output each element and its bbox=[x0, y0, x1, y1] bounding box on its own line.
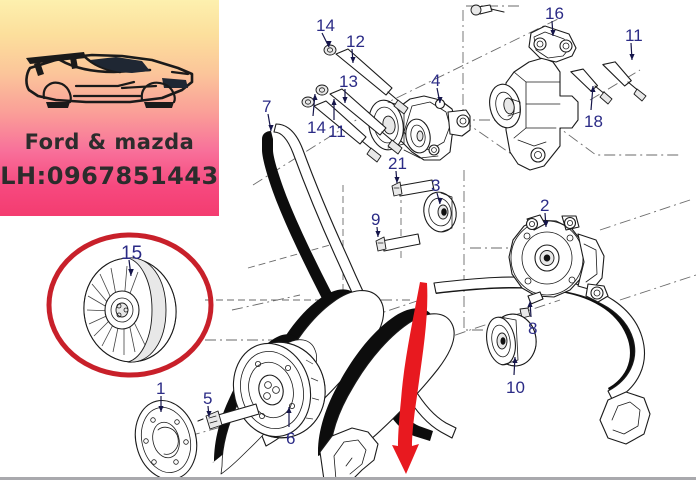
nut-14-upper bbox=[323, 44, 337, 56]
bolt-12 bbox=[335, 48, 409, 115]
callout-number-15-16: 15 bbox=[121, 243, 143, 264]
callout-number-10-15: 10 bbox=[506, 378, 525, 397]
tensioner-assembly-4 bbox=[368, 95, 471, 161]
flex-plate-1 bbox=[134, 399, 198, 477]
idler-3 bbox=[423, 191, 457, 233]
callout-number-13-2: 13 bbox=[339, 72, 358, 91]
callout-number-3-11: 3 bbox=[431, 176, 441, 195]
callout-number-6-19: 6 bbox=[286, 429, 296, 448]
seller-watermark: Ford & mazda LH:0967851443 bbox=[0, 0, 219, 216]
callout-number-21-10: 21 bbox=[388, 154, 407, 173]
callout-number-4-5: 4 bbox=[431, 71, 441, 90]
callout-number-18-8: 18 bbox=[584, 112, 603, 131]
idler-pulley-10 bbox=[486, 313, 537, 367]
bolt-11-left bbox=[313, 100, 382, 163]
callout-number-2-13: 2 bbox=[540, 196, 550, 215]
callout-number-1-17: 1 bbox=[156, 379, 166, 398]
bolt-21 bbox=[391, 179, 435, 197]
water-pump-2 bbox=[508, 214, 609, 319]
bracket-assembly-16 bbox=[470, 4, 647, 171]
callout-number-12-1: 12 bbox=[346, 32, 365, 51]
watermark-line-1: Ford & mazda bbox=[24, 130, 195, 154]
callout-number-8-14: 8 bbox=[528, 319, 538, 338]
bolt-9 bbox=[375, 233, 421, 252]
bolt-18 bbox=[570, 68, 613, 105]
callout-number-11-4: 11 bbox=[328, 122, 346, 141]
bolt-top-left bbox=[470, 4, 505, 16]
callout-number-7-9: 7 bbox=[262, 97, 272, 116]
red-direction-arrow bbox=[392, 282, 428, 474]
callout-number-11-7: 11 bbox=[625, 26, 643, 45]
callout-number-9-12: 9 bbox=[371, 210, 381, 229]
callout-number-14-0: 14 bbox=[316, 16, 335, 35]
nut-14-lower bbox=[315, 84, 329, 96]
sports-car-icon bbox=[25, 52, 194, 108]
lower-right-bracket-fragment bbox=[599, 391, 651, 445]
watermark-line-2: LH:0967851443 bbox=[0, 162, 219, 190]
lower-bracket-fragment bbox=[319, 427, 379, 477]
red-highlight-circle bbox=[46, 232, 214, 378]
fan-clutch-pulley-15 bbox=[83, 257, 177, 363]
bolt-5 bbox=[197, 403, 260, 430]
callout-leader-lines bbox=[128, 20, 635, 427]
bolt-11-right bbox=[602, 61, 647, 102]
callout-number-16-6: 16 bbox=[545, 4, 564, 23]
callout-number-14-3: 14 bbox=[307, 118, 326, 137]
callout-number-5-18: 5 bbox=[203, 389, 213, 408]
